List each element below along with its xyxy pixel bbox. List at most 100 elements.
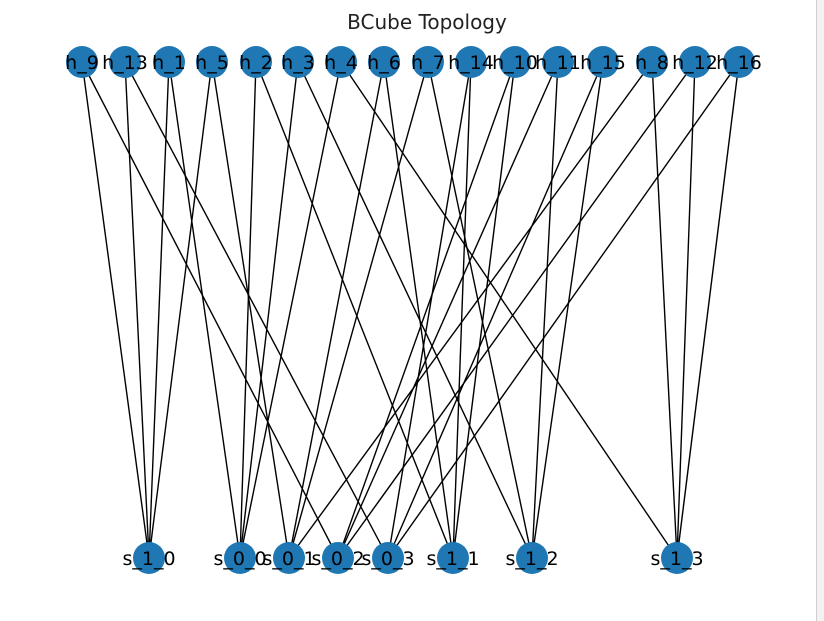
switch-node-circle: [516, 542, 548, 574]
switch-node-s_1_3: s_1_3: [650, 542, 704, 574]
host-node-h_2: h_2: [239, 46, 273, 78]
host-node-label: h_13: [102, 52, 148, 74]
switch-node-label: s_0_3: [361, 548, 414, 570]
edge-h_10-s_1_1: [452, 61, 516, 559]
window-edge: [816, 0, 824, 621]
host-node-h_12: h_12: [672, 46, 718, 78]
edge-h_12-s_0_2: [337, 61, 696, 559]
switch-node-s_0_0: s_0_0: [213, 542, 267, 574]
switch-node-s_1_1: s_1_1: [426, 542, 480, 574]
host-node-h_10: h_10: [492, 46, 538, 78]
host-node-h_3: h_3: [281, 46, 315, 78]
host-node-circle: [368, 46, 400, 78]
edge-h_12-s_1_3: [676, 61, 696, 559]
switch-node-circle: [661, 542, 693, 574]
host-node-circle: [455, 46, 487, 78]
switch-node-label: s_0_1: [262, 548, 315, 570]
switch-node-s_0_1: s_0_1: [262, 542, 316, 574]
host-node-circle: [679, 46, 711, 78]
switch-node-circle: [273, 542, 305, 574]
host-node-circle: [499, 46, 531, 78]
switch-node-s_1_2: s_1_2: [505, 542, 559, 574]
switch-node-label: s_1_3: [650, 548, 703, 570]
switch-node-circle: [133, 542, 165, 574]
host-node-circle: [109, 46, 141, 78]
edge-h_5-s_0_1: [211, 61, 290, 559]
edge-h_2-s_1_1: [255, 61, 454, 559]
edge-h_13-s_0_3: [124, 61, 389, 559]
host-node-circle: [636, 46, 668, 78]
host-node-label: h_11: [535, 52, 581, 74]
switch-node-s_1_0: s_1_0: [122, 542, 176, 574]
host-node-label: h_10: [492, 52, 538, 74]
edge-h_7-s_1_2: [427, 61, 533, 559]
host-node-circle: [723, 46, 755, 78]
host-node-h_15: h_15: [580, 46, 626, 78]
switch-node-circle: [372, 542, 404, 574]
host-node-h_13: h_13: [102, 46, 148, 78]
switch-node-label: s_0_2: [311, 548, 364, 570]
edge-h_15-s_0_3: [387, 61, 604, 559]
host-node-label: h_6: [367, 52, 401, 74]
host-node-label: h_15: [580, 52, 626, 74]
host-node-h_6: h_6: [367, 46, 401, 78]
switch-node-circle: [224, 542, 256, 574]
switch-node-label: s_1_0: [122, 548, 175, 570]
edge-h_4-s_0_0: [239, 61, 342, 559]
edge-h_4-s_1_3: [340, 61, 678, 559]
switch-node-s_0_2: s_0_2: [311, 542, 365, 574]
host-node-label: h_2: [239, 52, 273, 74]
host-node-circle: [587, 46, 619, 78]
edge-h_2-s_0_0: [239, 61, 257, 559]
host-node-circle: [542, 46, 574, 78]
host-node-h_14: h_14: [448, 46, 494, 78]
host-node-circle: [412, 46, 444, 78]
edge-h_9-s_0_2: [81, 61, 339, 559]
edge-h_11-s_1_2: [531, 61, 559, 559]
host-node-label: h_9: [65, 52, 99, 74]
edge-h_11-s_0_2: [337, 61, 559, 559]
host-node-circle: [282, 46, 314, 78]
edge-h_16-s_1_3: [676, 61, 740, 559]
host-node-label: h_16: [716, 52, 762, 74]
switch-node-circle: [322, 542, 354, 574]
edge-h_1-s_0_0: [168, 61, 241, 559]
edge-h_10-s_0_2: [337, 61, 516, 559]
switch-node-circle: [437, 542, 469, 574]
host-node-h_16: h_16: [716, 46, 762, 78]
host-node-label: h_12: [672, 52, 718, 74]
edge-h_7-s_0_1: [288, 61, 429, 559]
edge-h_14-s_1_1: [452, 61, 472, 559]
edge-h_14-s_0_3: [387, 61, 472, 559]
edge-h_16-s_0_3: [387, 61, 740, 559]
host-node-h_7: h_7: [411, 46, 445, 78]
host-node-h_9: h_9: [65, 46, 99, 78]
switch-node-label: s_1_1: [426, 548, 479, 570]
host-node-h_8: h_8: [635, 46, 669, 78]
host-node-label: h_3: [281, 52, 315, 74]
switch-node-label: s_0_0: [213, 548, 266, 570]
host-node-label: h_1: [152, 52, 186, 74]
host-node-h_4: h_4: [324, 46, 358, 78]
edge-h_9-s_1_0: [81, 61, 150, 559]
switch-node-label: s_1_2: [505, 548, 558, 570]
host-node-label: h_7: [411, 52, 445, 74]
host-node-circle: [196, 46, 228, 78]
host-node-label: h_5: [195, 52, 229, 74]
host-node-label: h_4: [324, 52, 358, 74]
edge-h_1-s_1_0: [148, 61, 170, 559]
host-node-h_1: h_1: [152, 46, 186, 78]
edge-h_13-s_1_0: [124, 61, 150, 559]
host-node-circle: [153, 46, 185, 78]
switch-node-s_0_3: s_0_3: [361, 542, 415, 574]
host-node-label: h_14: [448, 52, 494, 74]
edge-h_6-s_0_1: [288, 61, 385, 559]
edge-h_3-s_1_2: [297, 61, 533, 559]
edge-h_15-s_1_2: [531, 61, 604, 559]
host-node-circle: [66, 46, 98, 78]
host-node-h_11: h_11: [535, 46, 581, 78]
edge-h_6-s_1_1: [383, 61, 454, 559]
